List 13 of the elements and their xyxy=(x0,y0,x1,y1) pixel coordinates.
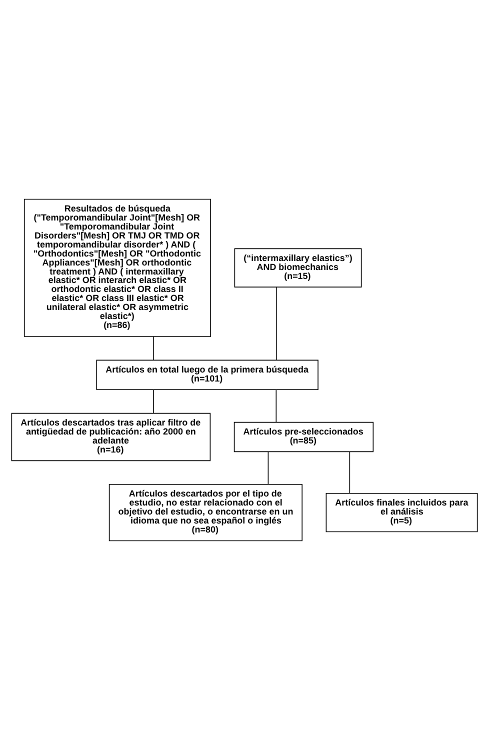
connector xyxy=(276,286,277,361)
connector xyxy=(268,452,269,485)
node-box: Artículos en total luego de la primera búsqueda (n=101) xyxy=(96,360,318,390)
node-box: Resultados de búsqueda ("Temporomandibular Joint"[Mesh] OR "Temporomandibular Joint Disorders"[Mesh] OR TMJ OR TMD OR temporomandibular disorder* ) AND ( "Orthodontics"[Mesh] OR "Orthodontic Appliances"[Mesh] OR orthodontic treatment ) AND ( intermaxillary elastic* OR interarch elastic* OR orthodontic elastic* OR class II elastic* OR class III elastic* OR unilateral elastic* OR asymmetric elastic*) (n=86) xyxy=(24,198,211,337)
node-box: (“intermaxillary elastics”) AND biomechanics (n=15) xyxy=(234,248,362,288)
node-box: Artículos descartados por el tipo de estudio, no estar relacionado con el objetivo del estudio, o encontrarse en un idioma que no sea español o inglés (n=80) xyxy=(108,484,302,542)
connector xyxy=(276,389,277,423)
connector xyxy=(153,389,154,414)
node-box: Artículos pre-seleccionados (n=85) xyxy=(234,422,374,452)
connector xyxy=(349,452,350,494)
connector xyxy=(153,336,154,360)
node-box: Artículos finales incluidos para el análisis (n=5) xyxy=(326,492,478,532)
node-box: Artículos descartados tras aplicar filtro de antigüedad de publicación: año 2000 en adelante (n=16) xyxy=(11,412,211,462)
